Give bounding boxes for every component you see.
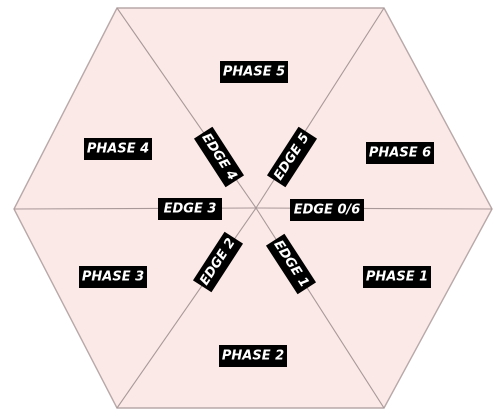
phase-2-text: PHASE 2: [222, 349, 284, 364]
edge-3-text: EDGE 3: [164, 202, 217, 217]
phase-3-label: PHASE 3: [79, 266, 147, 288]
phase-6-text: PHASE 6: [369, 146, 431, 161]
edge-0-6-text: EDGE 0/6: [294, 203, 361, 218]
edge-0-6-label: EDGE 0/6: [290, 199, 364, 221]
edge-3-label: EDGE 3: [158, 198, 222, 220]
phase-4-label: PHASE 4: [84, 138, 152, 160]
phase-5-text: PHASE 5: [223, 65, 285, 80]
phase-6-label: PHASE 6: [366, 142, 434, 164]
phase-3-text: PHASE 3: [82, 270, 144, 285]
phase-1-text: PHASE 1: [366, 270, 428, 285]
phase-1-label: PHASE 1: [363, 266, 431, 288]
phase-2-label: PHASE 2: [219, 345, 287, 367]
phase-4-text: PHASE 4: [87, 142, 149, 157]
phase-5-label: PHASE 5: [220, 61, 288, 83]
